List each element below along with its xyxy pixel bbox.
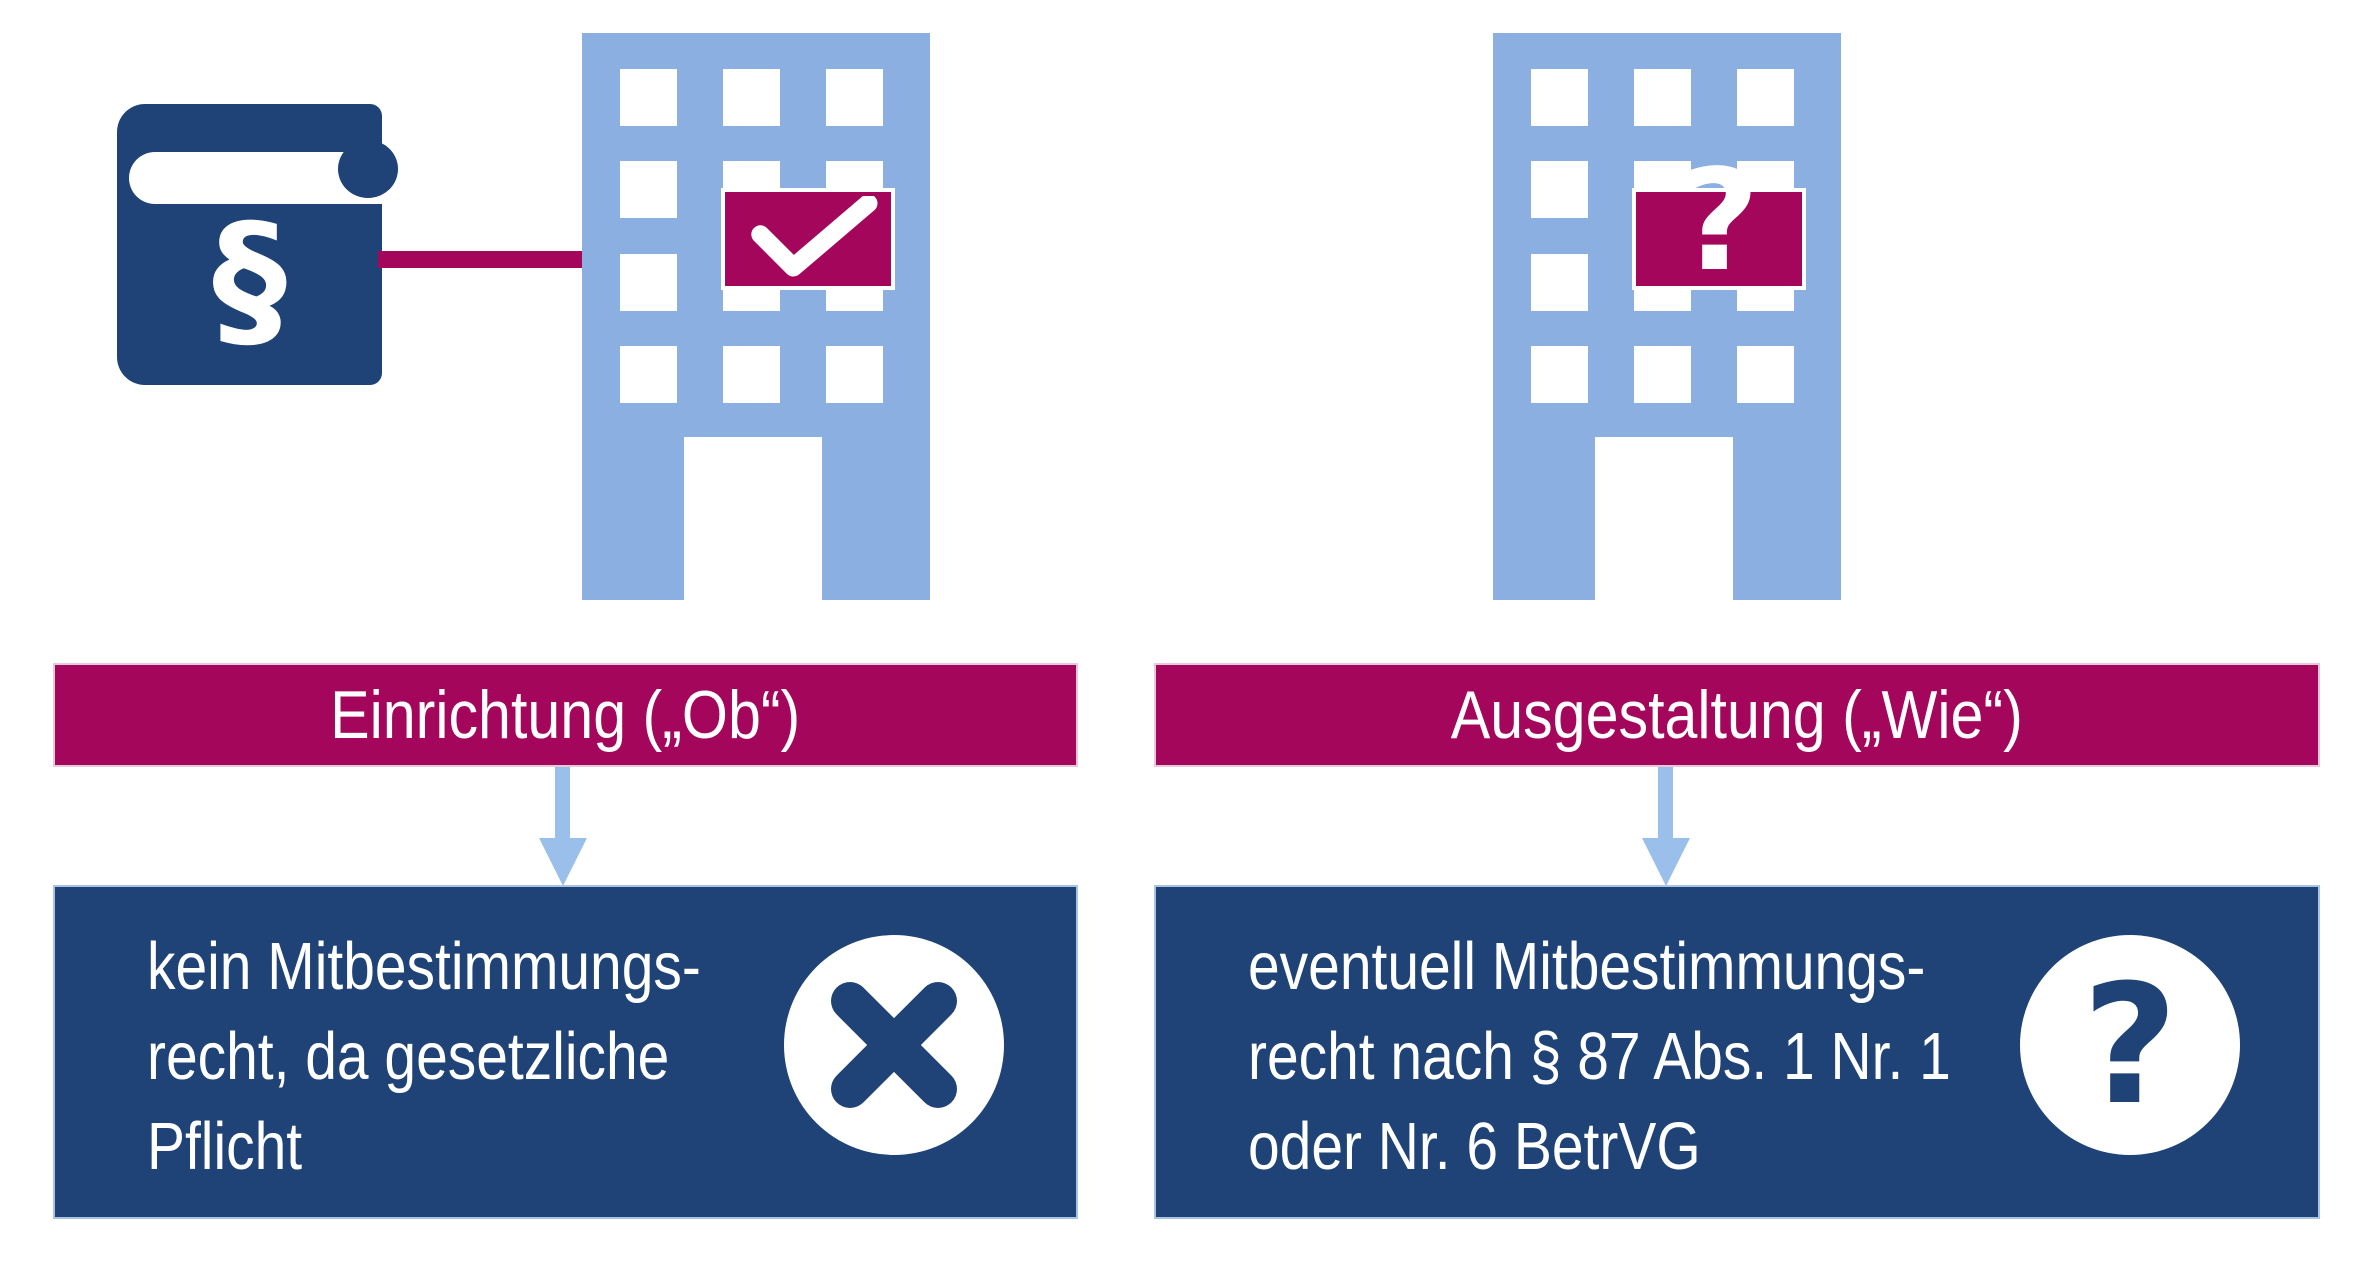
paragraph-symbol: §	[212, 193, 287, 367]
building-window	[620, 161, 677, 218]
question-circle: ?	[2020, 935, 2240, 1155]
building-window	[1531, 69, 1588, 126]
result-right-line2: recht nach § 87 Abs. 1 Nr. 1	[1248, 1019, 1951, 1094]
result-right-line3: oder Nr. 6 BetrVG	[1248, 1109, 1701, 1184]
building-window	[620, 346, 677, 403]
result-text-left: kein Mitbestimmungs- recht, da gesetzlic…	[147, 887, 701, 1217]
down-arrow-left-shaft	[555, 767, 570, 839]
down-arrow-right-shaft	[1658, 767, 1673, 839]
company-building-right: ?	[1493, 33, 1841, 600]
down-arrow-right-head	[1642, 838, 1690, 886]
building-window	[1737, 346, 1794, 403]
building-window	[1634, 69, 1691, 126]
down-arrow-left-head	[539, 838, 587, 886]
company-building-left	[582, 33, 930, 600]
building-window	[1531, 161, 1588, 218]
cross-circle	[784, 935, 1004, 1155]
building-door	[684, 437, 822, 600]
building-window	[1531, 254, 1588, 311]
book-page-curl	[338, 140, 398, 198]
result-left-line1: kein Mitbestimmungs-	[147, 929, 701, 1004]
result-right-line1: eventuell Mitbestimmungs-	[1248, 929, 1926, 1004]
building-window	[1531, 346, 1588, 403]
building-window	[826, 69, 883, 126]
result-left-line2: recht, da gesetzliche	[147, 1019, 670, 1094]
building-window	[826, 346, 883, 403]
result-left-line3: Pflicht	[147, 1109, 303, 1184]
banner-ausgestaltung: Ausgestaltung („Wie“)	[1154, 663, 2320, 767]
result-text-right: eventuell Mitbestimmungs- recht nach § 8…	[1248, 887, 1951, 1217]
building-window	[723, 69, 780, 126]
checkmark-icon	[751, 196, 878, 277]
building-window	[620, 254, 677, 311]
banner-einrichtung: Einrichtung („Ob“)	[53, 663, 1078, 767]
banner-einrichtung-label: Einrichtung („Ob“)	[330, 677, 801, 753]
building-window	[1737, 69, 1794, 126]
question-circle-icon: ?	[2082, 949, 2178, 1141]
cross-icon	[831, 982, 957, 1108]
building-window	[1634, 346, 1691, 403]
building-window	[723, 346, 780, 403]
law-book-icon: §	[117, 104, 398, 385]
check-plaque	[721, 188, 895, 290]
question-plaque: ?	[1632, 152, 1806, 292]
banner-ausgestaltung-label: Ausgestaltung („Wie“)	[1450, 677, 2024, 753]
building-door	[1595, 437, 1733, 600]
question-mark-icon: ?	[1678, 140, 1760, 303]
building-window	[620, 69, 677, 126]
